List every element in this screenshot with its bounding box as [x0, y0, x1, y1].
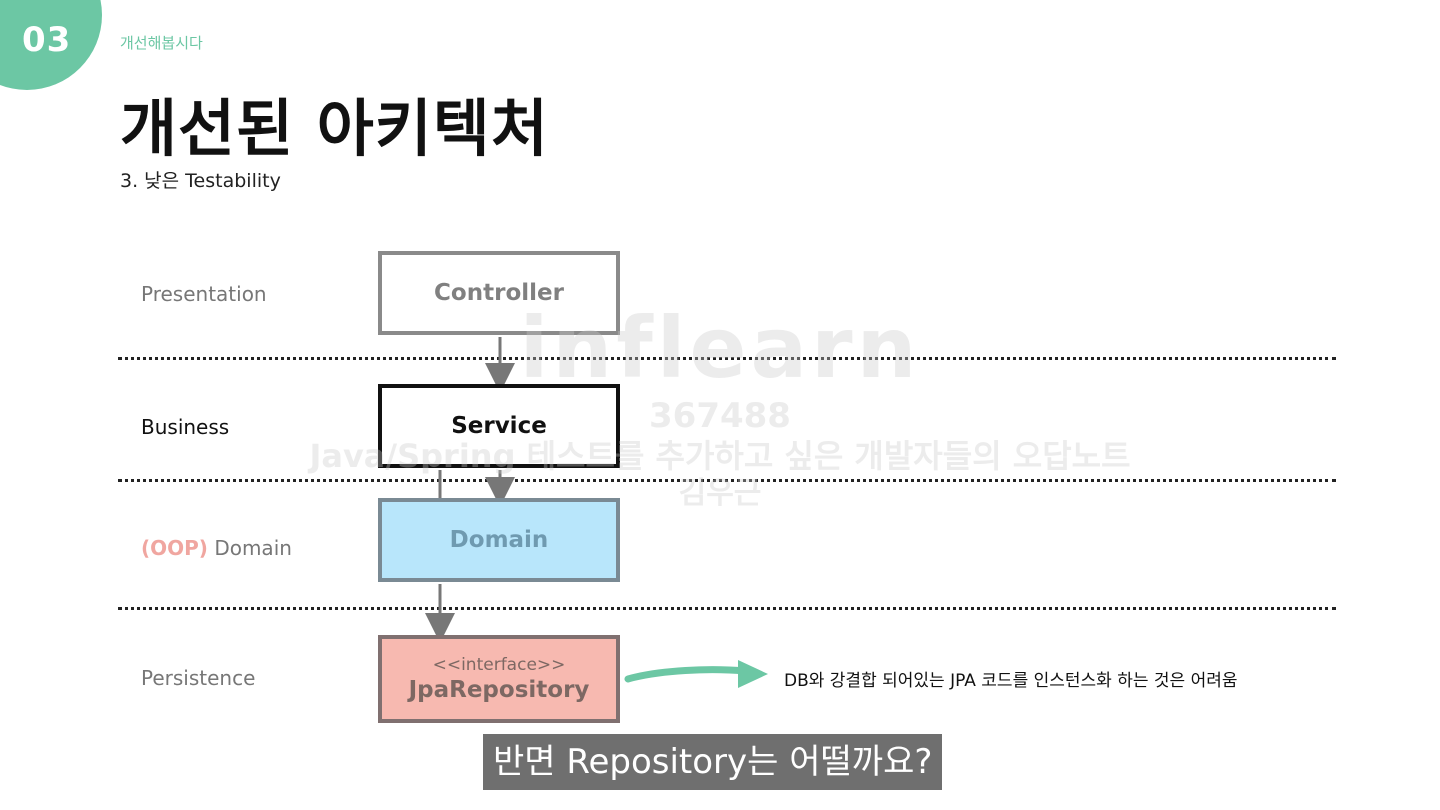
service-box: Service: [378, 384, 620, 468]
layer-label-persistence: Persistence: [141, 666, 256, 690]
section-number: 03: [22, 20, 72, 60]
domain-box: Domain: [378, 498, 620, 582]
video-caption: 반면 Repository는 어떨까요?: [483, 734, 943, 790]
repository-note: DB와 강결합 되어있는 JPA 코드를 인스턴스화 하는 것은 어려움: [784, 671, 1238, 691]
jpa-repository-label: JpaRepository: [408, 677, 590, 703]
controller-label: Controller: [434, 280, 564, 306]
domain-label: Domain: [449, 527, 549, 553]
section-label: 개선해봅시다: [120, 34, 203, 52]
layer-label-business: Business: [141, 415, 230, 439]
note-arrowhead-icon: [738, 660, 768, 688]
layer-divider: [118, 357, 1336, 360]
layer-divider: [118, 607, 1336, 610]
note-arrow-icon: [624, 666, 749, 683]
page-subtitle: 3. 낮은 Testability: [120, 170, 281, 192]
interface-stereotype: <<interface>>: [432, 655, 566, 675]
oop-label: (OOP): [141, 536, 208, 560]
domain-layer-text: Domain: [214, 536, 292, 560]
controller-box: Controller: [378, 251, 620, 335]
section-badge: 03: [0, 0, 102, 90]
jpa-repository-box: <<interface>> JpaRepository: [378, 635, 620, 723]
layer-divider: [118, 479, 1336, 482]
layer-label-domain: (OOP) Domain: [141, 536, 292, 560]
page-title: 개선된 아키텍처: [120, 92, 549, 165]
service-label: Service: [451, 413, 547, 439]
layer-label-presentation: Presentation: [141, 282, 267, 306]
